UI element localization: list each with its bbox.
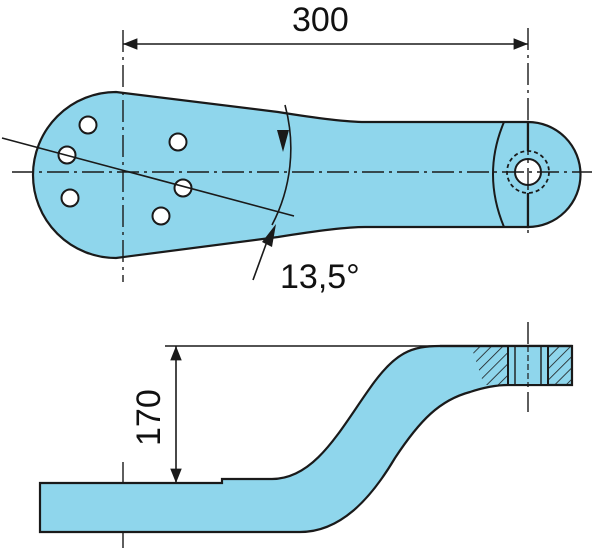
top-view-arm-body — [31, 90, 530, 260]
angle-leader-line — [252, 235, 270, 281]
angle-dimension-label: 13,5° — [280, 258, 360, 296]
angle-arrow-upper — [277, 130, 289, 152]
side-view: 170 — [38, 322, 574, 548]
bolt-hole — [78, 115, 98, 135]
angle-dimension-arc — [271, 104, 292, 226]
length-dimension-label: 300 — [292, 1, 349, 39]
bolt-hole — [151, 206, 171, 226]
top-view: 300 13,5° — [1, 1, 592, 296]
side-view-arm-body — [38, 344, 574, 534]
height-dimension-label: 170 — [130, 389, 168, 446]
top-view-eye-end — [526, 120, 582, 229]
bolt-hole — [60, 188, 80, 208]
angle-arrow-lower — [262, 224, 276, 247]
inclined-axis-line — [1, 137, 295, 217]
top-view-break-line — [492, 121, 505, 228]
bolt-hole — [168, 132, 188, 152]
